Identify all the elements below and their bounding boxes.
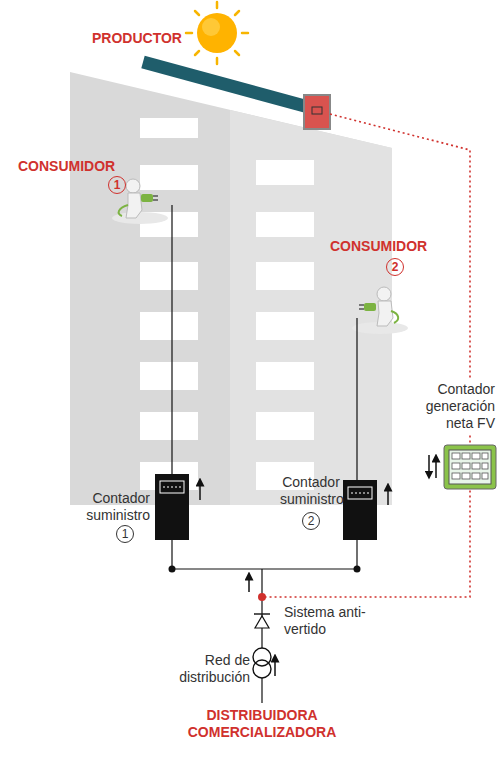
sun (186, 2, 248, 64)
grid-label: Red de distribución (168, 652, 250, 686)
meter-label: Contador generación neta FV (396, 380, 497, 433)
callout-number: 1 (116, 525, 134, 543)
anti-feed-label: Sistema anti-vertido (284, 604, 374, 638)
transformer-symbol (253, 648, 275, 703)
consumer-figure (112, 179, 168, 224)
meter-label: Contador suministro (280, 474, 342, 508)
supply-meter (155, 474, 200, 540)
supply-meter (343, 480, 388, 540)
solar-panel (143, 62, 312, 108)
callout-number: 1 (108, 176, 126, 194)
inverter (304, 95, 330, 129)
consumer-figure (352, 287, 408, 334)
generation-meter (429, 445, 496, 489)
callout-number: 2 (386, 258, 404, 276)
building (70, 72, 392, 505)
consumer-title: CONSUMIDOR (330, 238, 427, 255)
building-side (230, 110, 392, 505)
callout-number: 2 (302, 512, 320, 530)
windows (140, 118, 314, 490)
company-title: DISTRIBUIDORA COMERCIALIZADORA (150, 707, 374, 741)
meter-label: Contador suministro (66, 490, 150, 524)
producer-title: PRODUCTOR (92, 30, 182, 47)
generation-line (262, 114, 470, 597)
consumer-title: CONSUMIDOR (18, 158, 115, 175)
anti-feed-symbol (254, 614, 270, 628)
